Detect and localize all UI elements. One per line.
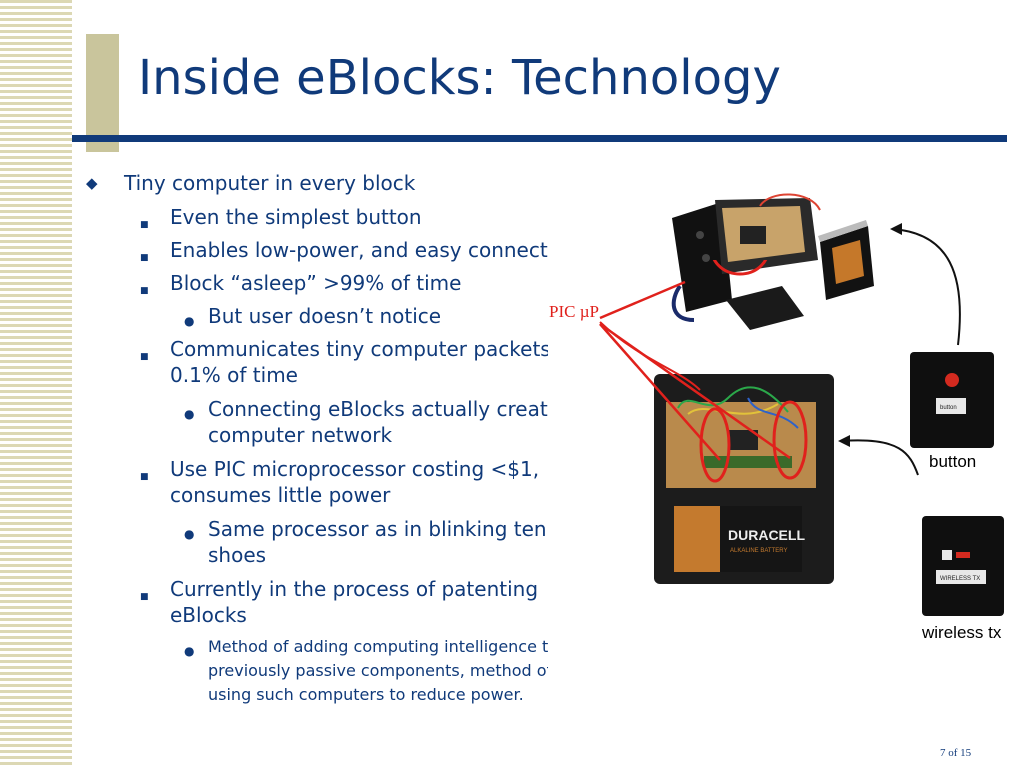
title-accent-bar [86,34,119,152]
bullet-text: Even the simplest button [170,205,422,229]
battery-subtitle: ALKALINE BATTERY [730,548,787,554]
square-bullet-icon: ■ [140,220,149,230]
eblock-button-photo [671,193,874,330]
pic-pointer-lines [599,260,808,483]
bullet-text-line: shoes [208,543,267,567]
bullet-list: ◆ Tiny computer in every block ■ Even th… [86,168,548,728]
block-arrows [838,223,961,476]
button-block-tag: button [940,405,957,411]
square-bullet-icon: ■ [140,592,149,602]
diamond-bullet-icon: ◆ [86,174,98,192]
bullet-text: Tiny computer in every block [124,171,416,195]
red-button-icon [945,373,959,387]
bullet-text-line: Use PIC microprocessor costing <$1, [170,457,540,481]
slide-title: Inside eBlocks: Technology [138,50,781,106]
square-bullet-icon: ■ [140,352,149,362]
left-stripe-decoration [0,0,72,768]
battery-9v [818,220,874,300]
wireless-block-photo: WIRELESS TX [922,516,1004,616]
duracell-battery: DURACELL ALKALINE BATTERY [674,506,805,572]
enclosure-box [715,198,818,274]
dot-bullet-icon: ● [184,644,195,658]
arrow-head-icon [890,223,902,235]
square-bullet-icon: ■ [140,472,149,482]
button-cap [726,286,804,330]
bullet-text-line: eBlocks [170,603,247,627]
enclosure-lid [672,202,732,312]
bullet-text-line: using such computers to reduce power. [208,685,524,704]
button-caption: button [929,452,977,471]
dot-bullet-icon: ● [184,407,195,421]
wireless-block-tag: WIRELESS TX [940,576,980,582]
eblock-circuit-photo: DURACELL ALKALINE BATTERY [654,374,834,584]
arrow-head-icon [838,435,850,447]
square-bullet-icon: ■ [140,253,149,263]
bullet-text-line: Communicates tiny computer packets [170,337,548,361]
wireless-caption: wireless tx [922,623,1002,642]
bullet-text-line: Connecting eBlocks actually creates [208,397,548,421]
pic-chip [740,226,766,244]
bullet-text-line: computer network [208,423,393,447]
dot-bullet-icon: ● [184,314,195,328]
pic-label: PIC µP [549,302,599,321]
bullet-text-line: 0.1% of time [170,363,298,387]
bullet-text: But user doesn’t notice [208,304,442,328]
title-divider [72,135,1007,142]
bullet-text: Enables low-power, and easy connection [170,238,548,262]
button-block-photo: button [910,352,994,448]
bullet-text-line: Currently in the process of patenting [170,577,539,601]
dot-bullet-icon: ● [184,527,195,541]
bullet-text-line: Method of adding computing intelligence … [208,637,548,656]
bullet-text: Block “asleep” >99% of time [170,271,462,295]
bullet-text-line: previously passive components, method of [208,661,548,680]
bullet-text-line: consumes little power [170,483,391,507]
battery-brand: DURACELL [728,527,805,543]
page-number: 7 of 15 [940,747,972,759]
square-bullet-icon: ■ [140,286,149,296]
bullet-text-line: Same processor as in blinking tennis [208,517,548,541]
